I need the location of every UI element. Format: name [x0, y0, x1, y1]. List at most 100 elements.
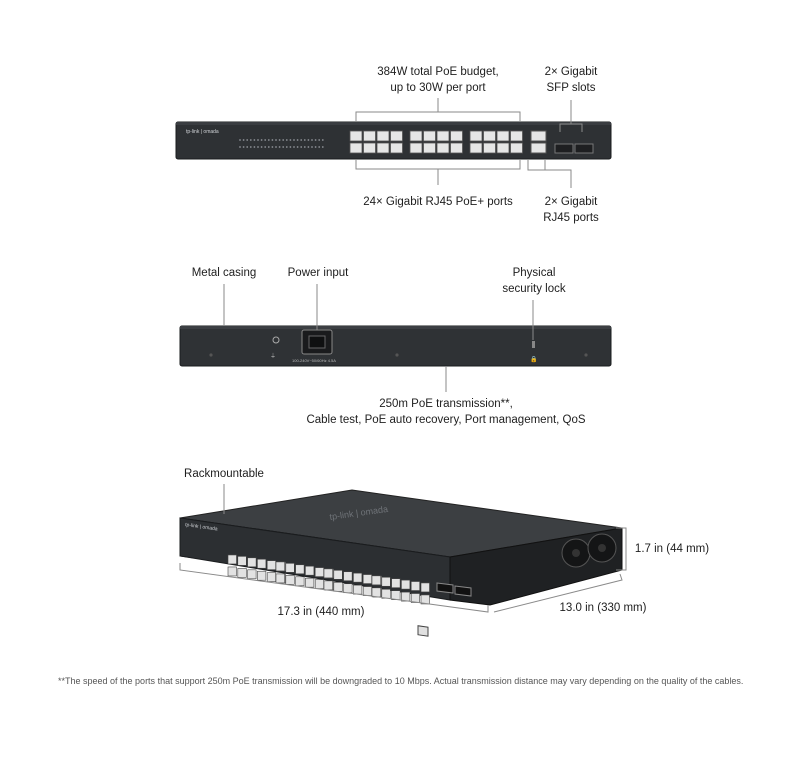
ports24-label: 24× Gigabit RJ45 PoE+ ports — [363, 196, 513, 208]
led — [275, 139, 277, 141]
led — [321, 146, 324, 148]
iso-rj45-port — [323, 580, 333, 591]
led — [264, 146, 267, 148]
status-leds — [239, 139, 324, 148]
iso-rj45-port — [401, 579, 411, 590]
led — [257, 146, 259, 148]
rackmountable-label: Rackmountable — [184, 468, 264, 480]
iso-rj45-port — [314, 567, 325, 577]
rj45-port-group — [349, 130, 523, 154]
iso-rj45-port — [275, 561, 285, 572]
led — [307, 139, 310, 141]
led — [303, 139, 306, 141]
led — [253, 139, 256, 141]
rj45-port — [349, 130, 363, 142]
iso-rj45-port — [362, 586, 373, 596]
iso-rj45-port — [305, 565, 315, 576]
rj45-port — [510, 130, 523, 142]
led — [303, 146, 306, 148]
sfp-slots — [554, 143, 594, 154]
iso-rj45-port — [362, 574, 373, 584]
led — [271, 139, 274, 141]
iso-rj45-port — [343, 583, 353, 594]
iso-rj45-port — [381, 576, 391, 587]
iso-rj45-port — [257, 558, 267, 569]
iso-rj45-port — [285, 563, 295, 573]
depth-dimension: 13.0 in (330 mm) — [559, 602, 647, 614]
iso-rj45-port — [237, 568, 247, 578]
width-dimension: 17.3 in (440 mm) — [277, 606, 365, 618]
rj45-port — [390, 142, 403, 154]
iso-rj45-port — [295, 564, 305, 575]
iso-rj45-port — [420, 582, 430, 593]
rj45-port — [409, 142, 423, 154]
iso-rj45-port — [285, 575, 295, 585]
led — [318, 146, 321, 148]
rj45-port — [469, 142, 483, 154]
front-callouts — [355, 98, 583, 188]
led — [296, 146, 299, 148]
rj45-port — [436, 142, 450, 154]
rj45-port — [376, 130, 390, 142]
iso-rj45-port — [410, 581, 421, 591]
led — [242, 139, 245, 141]
footnote: **The speed of the ports that support 25… — [58, 676, 744, 686]
power-inlet: 100-240V~50/60Hz 4.5A — [292, 329, 336, 363]
iso-rj45-port — [237, 556, 247, 566]
led — [300, 146, 303, 148]
iso-rj45-port — [266, 560, 277, 570]
iso-rj45-port — [333, 582, 343, 592]
rj45-port — [376, 142, 390, 154]
led — [249, 139, 252, 141]
iso-rj45-port — [333, 570, 343, 580]
rj45-port — [483, 142, 496, 154]
iso-rj45-port — [275, 573, 285, 584]
iso-rj45-port — [227, 554, 237, 565]
led — [246, 146, 249, 148]
rj45-port — [409, 130, 423, 142]
led — [289, 146, 292, 148]
svg-text:⏚: ⏚ — [270, 353, 276, 360]
iso-rj45-port — [381, 588, 391, 599]
led — [239, 146, 241, 148]
iso-front-logo: tp-link | omada — [185, 522, 218, 533]
iso-rj45-port — [227, 566, 237, 577]
iso-rj45-port — [323, 568, 333, 579]
rj45-port — [483, 130, 496, 142]
rj45-port — [423, 142, 436, 154]
iso-rj45-port — [343, 571, 353, 582]
led — [257, 139, 259, 141]
rj45-port — [349, 142, 363, 154]
led — [311, 139, 313, 141]
front-panel: tp-link | omada — [175, 121, 612, 160]
rj45-port — [390, 130, 403, 142]
rj45-port — [510, 142, 523, 154]
iso-rj45-port — [247, 569, 257, 580]
rj45-port — [496, 142, 510, 154]
iso-sfp-slots — [436, 582, 472, 597]
rj45-port — [450, 130, 463, 142]
led — [311, 146, 313, 148]
iso-rj45-ports — [227, 554, 430, 605]
led — [271, 146, 274, 148]
rear-callouts — [223, 284, 534, 392]
led — [282, 146, 285, 148]
led — [289, 139, 292, 141]
led — [282, 139, 285, 141]
led — [293, 139, 295, 141]
rj45-port — [423, 130, 436, 142]
led — [246, 139, 249, 141]
led — [242, 146, 245, 148]
lock-icon: 🔒 — [530, 355, 537, 363]
uplink-rj45-ports — [530, 130, 547, 154]
fan-vents — [561, 533, 617, 568]
led — [278, 139, 281, 141]
iso-rj45-port — [257, 570, 267, 581]
led — [260, 146, 263, 148]
led — [239, 139, 241, 141]
iso-rj45-port — [353, 572, 363, 583]
iso-rj45-port — [410, 593, 421, 603]
iso-rj45-port — [353, 584, 363, 595]
